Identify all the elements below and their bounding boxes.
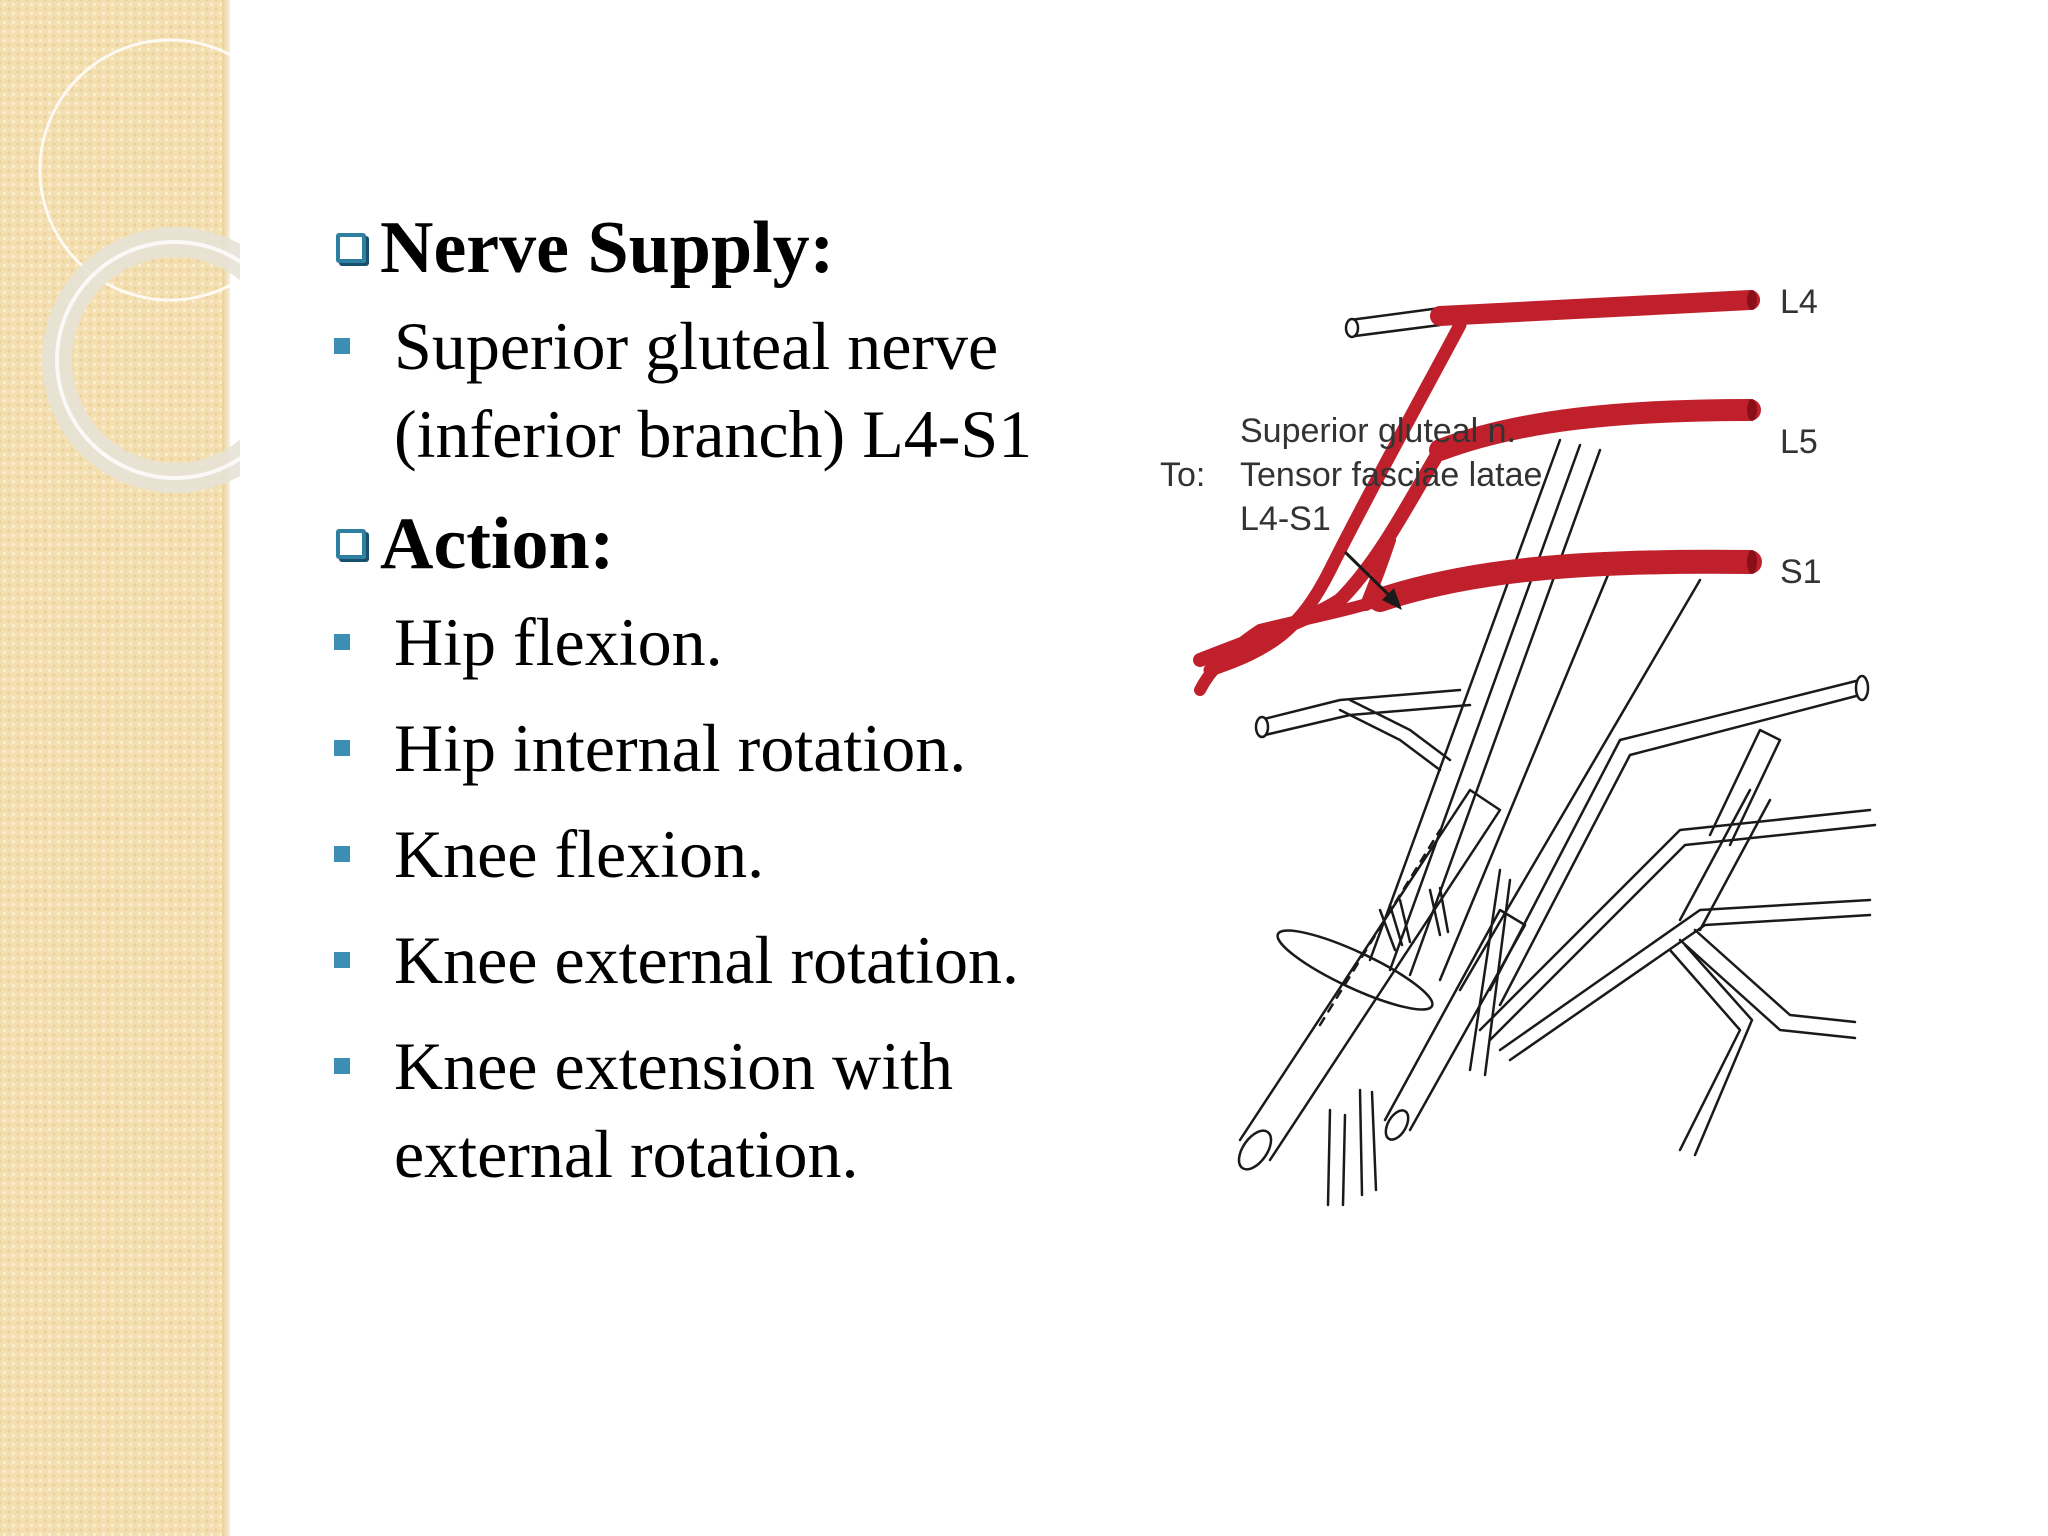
superior-gluteal-nerve xyxy=(1193,290,1762,696)
annotation-arrow-icon xyxy=(1343,550,1402,610)
square-bullet-icon xyxy=(334,1058,350,1074)
checkbox-bullet-icon xyxy=(336,529,366,559)
list-item-line: (inferior branch) L4-S1 xyxy=(394,396,1033,472)
root-label-s1: S1 xyxy=(1780,553,1822,591)
list-item-line: Knee extension with xyxy=(394,1028,953,1104)
square-bullet-icon xyxy=(334,338,350,354)
list-item: Knee flexion. xyxy=(330,810,1150,898)
annotation-line-3: L4-S1 xyxy=(1240,500,1331,538)
annotation-line-1: Superior gluteal n. xyxy=(1240,412,1516,450)
root-label-l4: L4 xyxy=(1780,283,1818,321)
square-bullet-icon xyxy=(334,740,350,756)
peripheral-nerve-lines xyxy=(1237,306,1877,1207)
list-item: Hip flexion. xyxy=(330,598,1150,686)
checkbox-bullet-icon xyxy=(336,233,366,263)
heading-text: Action: xyxy=(380,503,615,585)
heading-text: Nerve Supply: xyxy=(380,207,835,289)
list-item-line: Knee external rotation. xyxy=(394,922,1019,998)
square-bullet-icon xyxy=(334,952,350,968)
list-item: Hip internal rotation. xyxy=(330,704,1150,792)
heading-action: Action: xyxy=(330,496,1150,592)
list-item-line: Superior gluteal nerve xyxy=(394,308,999,384)
square-bullet-icon xyxy=(334,634,350,650)
list-item-line: Knee flexion. xyxy=(394,816,765,892)
decorative-rings-icon xyxy=(38,38,240,493)
annotation-prefix: To: xyxy=(1160,456,1205,494)
square-bullet-icon xyxy=(334,846,350,862)
heading-nerve-supply: Nerve Supply: xyxy=(330,200,1150,296)
slide-content: Nerve Supply: Superior gluteal nerve (in… xyxy=(330,200,1150,1216)
list-item: Superior gluteal nerve (inferior branch)… xyxy=(330,302,1150,478)
list-item: Knee extension with external rotation. xyxy=(330,1022,1150,1198)
annotation-line-2: Tensor fasciae latae xyxy=(1240,456,1542,494)
list-item-line: external rotation. xyxy=(394,1116,859,1192)
nerve-anatomy-illustration: Superior gluteal n. To: Tensor fasciae l… xyxy=(1160,283,1877,1207)
root-label-l5: L5 xyxy=(1780,423,1818,461)
side-band-edge xyxy=(222,0,230,1536)
list-item-line: Hip flexion. xyxy=(394,604,723,680)
list-item-line: Hip internal rotation. xyxy=(394,710,967,786)
list-item: Knee external rotation. xyxy=(330,916,1150,1004)
